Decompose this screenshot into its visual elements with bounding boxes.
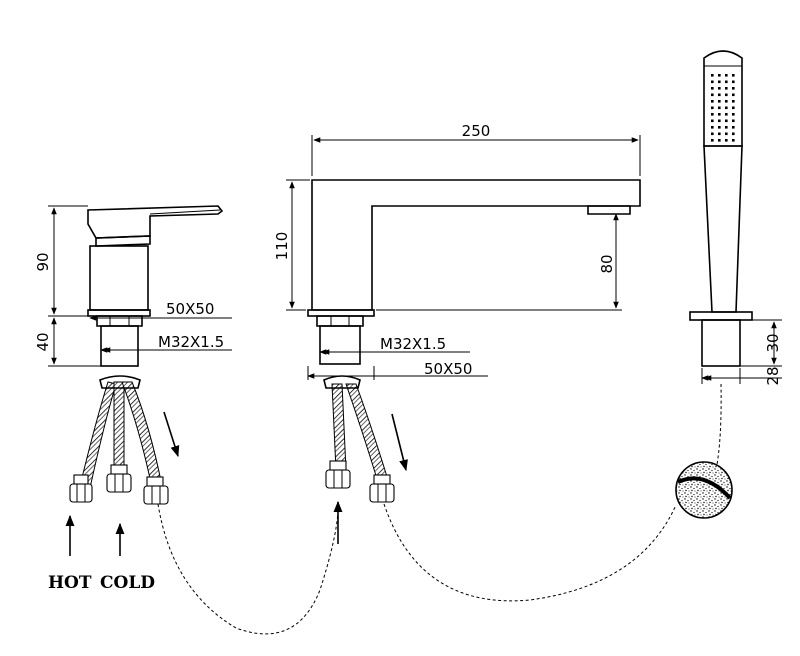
- nozzle-dot: [732, 106, 735, 110]
- nozzle-dot: [718, 139, 721, 142]
- handshower-dimensions: 30 28: [701, 319, 782, 386]
- nozzle-dot: [711, 74, 714, 77]
- spout-thread-label: M32X1.5: [380, 335, 446, 353]
- nozzle-dot: [725, 80, 728, 84]
- handshower-base-plate: [689, 311, 753, 321]
- spout-outlet-arrow: [391, 413, 408, 472]
- mixer-body: [89, 245, 149, 311]
- mixer-thread-shank: [100, 325, 139, 367]
- nozzle-dot: [732, 80, 735, 84]
- handshower-base-height-label: 30: [764, 333, 782, 352]
- nozzle-dot: [718, 93, 721, 97]
- nozzle-dot: [732, 74, 735, 77]
- nozzle-dot: [732, 132, 735, 136]
- nozzle-dot: [711, 100, 714, 103]
- cold-label: COLD: [100, 573, 155, 593]
- nozzle-dot: [718, 119, 721, 123]
- handshower-group: [689, 50, 753, 367]
- spout-outlet-height-label: 80: [598, 254, 616, 273]
- nozzle-dot: [725, 93, 728, 97]
- nozzle-dot: [725, 106, 728, 110]
- nozzle-dot: [718, 80, 721, 84]
- mixer-lever: [87, 205, 224, 239]
- spout-thread-shank: [319, 325, 361, 365]
- nozzle-dot: [711, 119, 714, 123]
- nozzle-dot: [711, 126, 714, 129]
- mixer-hoses: [69, 375, 169, 505]
- spout-outlet: [587, 205, 631, 215]
- handshower-base-diameter-label: 28: [764, 366, 782, 385]
- nozzle-dot: [718, 106, 721, 110]
- mixer-to-spout-hose: [157, 503, 339, 635]
- spout-hoses: [323, 375, 395, 503]
- nozzle-dot: [718, 126, 721, 129]
- mixer-base-plate: [87, 309, 151, 317]
- mixer-flow-arrows: [65, 411, 180, 556]
- spout-dimensions: 250 110 80 M32X1.5 50X50: [273, 122, 641, 380]
- spout-body: [311, 179, 641, 311]
- nozzle-dot: [732, 100, 735, 103]
- nozzle-dot: [718, 100, 721, 103]
- mixer-outlet-arrow: [163, 411, 180, 458]
- nozzle-dot: [711, 113, 714, 116]
- nozzle-dot: [711, 93, 714, 97]
- nozzle-dot: [725, 87, 728, 90]
- nozzle-dot: [718, 74, 721, 77]
- nozzle-dot: [732, 87, 735, 90]
- mixer-height-label: 90: [34, 252, 52, 271]
- hose-connector-ball: [675, 461, 733, 519]
- handshower-hose: [715, 383, 722, 471]
- mixer-base-size-label: 50X50: [166, 300, 214, 318]
- nozzle-dot: [725, 119, 728, 123]
- handshower-nozzles: [711, 74, 735, 142]
- mixer-dimensions: 90 40 50X50 M32X1.5: [34, 205, 232, 367]
- mixer-base-height-label: 40: [34, 332, 52, 351]
- mixer-body-group: [87, 205, 224, 367]
- nozzle-dot: [732, 93, 735, 97]
- nozzle-dot: [718, 87, 721, 90]
- spout-length-label: 250: [462, 122, 491, 140]
- nozzle-dot: [711, 139, 714, 142]
- nozzle-dot: [711, 132, 714, 136]
- nozzle-dot: [718, 113, 721, 116]
- nozzle-dot: [725, 113, 728, 116]
- nozzle-dot: [711, 80, 714, 84]
- spout-to-handshower-hose: [383, 503, 677, 602]
- handshower-head: [703, 50, 743, 147]
- mixer-thread-label: M32X1.5: [158, 333, 224, 351]
- spout-group: [307, 179, 641, 365]
- nozzle-dot: [732, 126, 735, 129]
- handshower-base: [701, 319, 741, 367]
- nozzle-dot: [725, 132, 728, 136]
- nozzle-dot: [732, 113, 735, 116]
- nozzle-dot: [725, 100, 728, 103]
- spout-base-size-label: 50X50: [424, 360, 472, 378]
- nozzle-dot: [711, 106, 714, 110]
- nozzle-dot: [725, 74, 728, 77]
- nozzle-dot: [725, 139, 728, 142]
- nozzle-dot: [732, 119, 735, 123]
- nozzle-dot: [711, 87, 714, 90]
- nozzle-dot: [732, 139, 735, 142]
- spout-height-label: 110: [273, 232, 291, 261]
- spout-base-plate: [307, 309, 375, 317]
- nozzle-dot: [725, 126, 728, 129]
- spout-flow-arrows: [333, 413, 408, 544]
- hot-label: HOT: [48, 573, 92, 593]
- nozzle-dot: [718, 132, 721, 136]
- handshower-handle: [703, 145, 743, 313]
